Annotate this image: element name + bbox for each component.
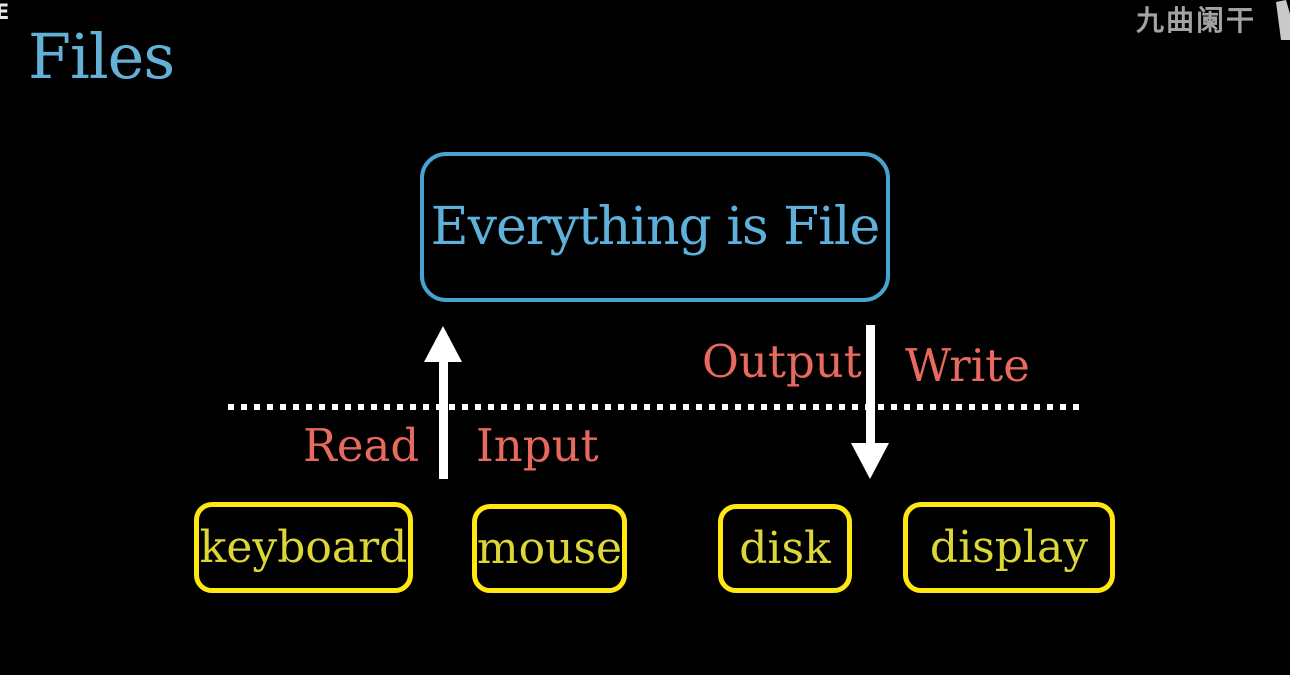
- page-title: Files: [28, 20, 175, 93]
- device-box-keyboard: keyboard: [194, 502, 413, 593]
- everything-is-file-box: Everything is File: [420, 152, 890, 302]
- device-box-mouse: mouse: [472, 504, 627, 593]
- watermark-logo-icon: [1276, 0, 1290, 40]
- device-box-display: display: [903, 502, 1115, 593]
- up-arrow-icon: [424, 326, 462, 362]
- keyboard-label: keyboard: [199, 522, 408, 573]
- input-label: Input: [476, 419, 599, 472]
- device-box-disk: disk: [718, 504, 852, 593]
- down-arrow-shaft: [866, 325, 875, 447]
- down-arrow-icon: [851, 443, 889, 479]
- mouse-label: mouse: [476, 523, 623, 574]
- read-label: Read: [303, 419, 420, 472]
- everything-is-file-label: Everything is File: [430, 197, 881, 257]
- disk-label: disk: [739, 523, 831, 574]
- display-label: display: [929, 522, 1089, 573]
- write-label: Write: [905, 339, 1030, 392]
- watermark-text: 九曲阑干: [1135, 4, 1256, 37]
- corner-text-fragment: E: [0, 0, 10, 24]
- up-arrow-shaft: [439, 358, 448, 479]
- kernel-boundary-dotted-line: [228, 404, 1083, 410]
- output-label: Output: [702, 335, 862, 388]
